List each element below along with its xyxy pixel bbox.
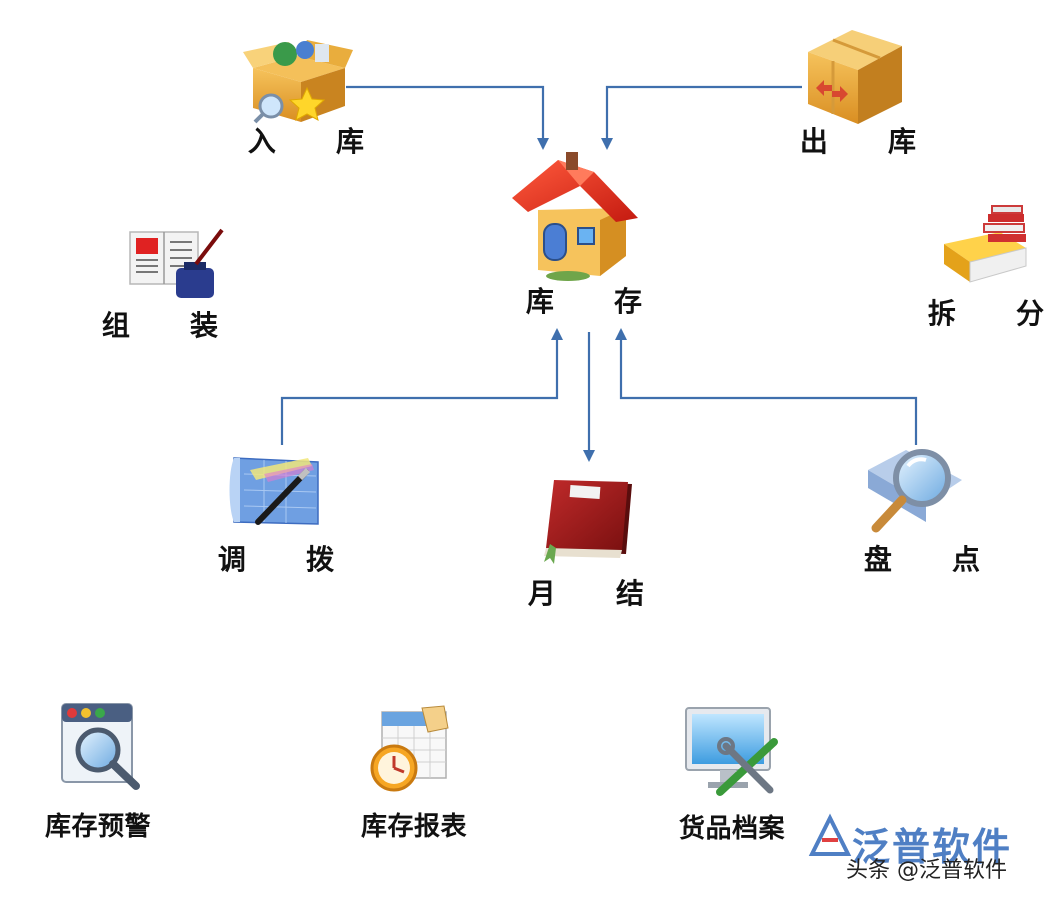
module-label-stock-report: 库存报表 <box>360 812 468 842</box>
arrow-inbound-to-inventory <box>346 85 549 150</box>
red-notebook-icon <box>544 480 632 564</box>
closed-box-icon <box>808 30 902 124</box>
module-label-stock-alert: 库存预警 <box>44 812 152 842</box>
stacked-books-icon <box>944 205 1027 283</box>
node-label-assemble: 组 装 <box>101 309 244 342</box>
book-inkpot-icon <box>129 228 224 298</box>
node-label-month-end: 月 结 <box>527 577 670 610</box>
node-label-inventory: 库 存 <box>525 285 668 318</box>
connectors <box>280 85 918 462</box>
module-label-goods-archive: 货品档案 <box>678 814 786 844</box>
arrow-outbound-to-inventory <box>601 85 802 150</box>
calendar-clock-icon <box>370 705 449 792</box>
watermark-credit: 头条 @泛普软件 <box>846 858 1007 883</box>
window-magnifier-icon <box>61 703 140 790</box>
magnifier-icon <box>868 449 962 533</box>
house-icon <box>512 152 638 281</box>
open-box-icon <box>243 40 353 124</box>
node-label-stocktake: 盘 点 <box>863 543 1006 576</box>
node-label-outbound: 出 库 <box>799 125 942 158</box>
blueprint-pen-icon <box>229 457 319 525</box>
arrow-stocktake-to-inventory <box>615 328 918 445</box>
node-label-transfer: 调 拨 <box>217 543 360 576</box>
node-label-split: 拆 分 <box>927 297 1064 330</box>
node-label-inbound: 入 库 <box>247 125 390 158</box>
arrow-transfer-to-inventory <box>280 328 563 445</box>
monitor-tools-icon <box>685 707 778 796</box>
watermark-logo-icon <box>808 813 852 856</box>
watermark-logo-text: 泛普软件 <box>852 825 1013 869</box>
